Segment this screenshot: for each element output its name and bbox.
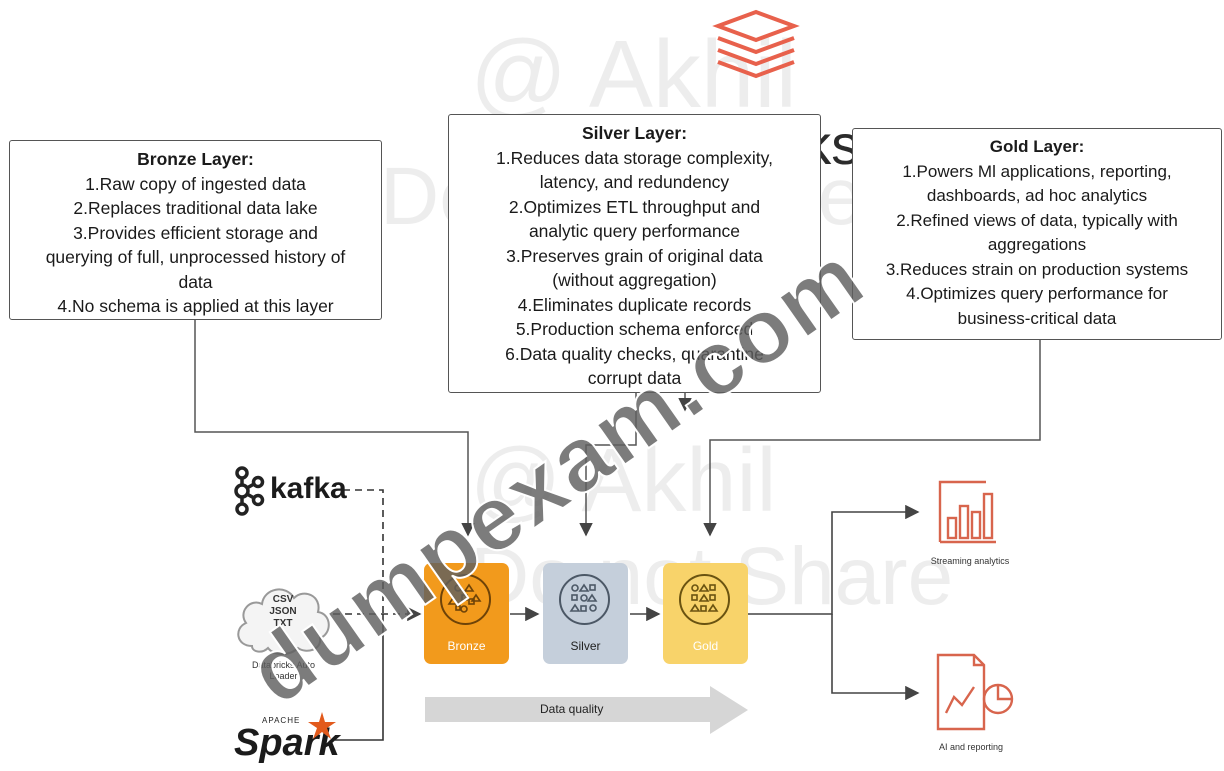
silver-line: 2.Optimizes ETL throughput and [508,196,761,217]
silver-box-title: Silver Layer: [581,123,688,143]
streaming-analytics-icon [938,480,996,544]
gold-line: 3.Reduces strain on production systems [885,259,1189,279]
gold-line: dashboards, ad hoc analytics [926,186,1148,205]
data-quality-label: Data quality [540,702,604,716]
source-format-json: JSON [269,606,297,617]
gold-line: 1.Powers Ml applications, reporting, [902,161,1172,181]
bronze-layer-box: Bronze Layer: 1.Raw copy of ingested dat… [9,140,382,320]
bronze-line: 2.Replaces traditional data lake [73,198,318,218]
autoloader-label: Databricks Auto [251,660,316,670]
silver-layer-box: Silver Layer: 1.Reduces data storage com… [448,114,821,393]
spark-apache-label: APACHE [262,716,301,725]
silver-line: 4.Eliminates duplicate records [517,294,752,315]
bronze-box-title: Bronze Layer: [137,149,254,169]
bronze-layer-label: Bronze [447,639,486,653]
spark-star-icon [308,712,336,739]
databricks-stack-icon [712,9,800,79]
gold-connector [703,340,1041,537]
silver-layer-card: Silver [543,563,628,664]
gold-line: business-critical data [957,308,1117,328]
silver-line: 6.Data quality checks, quarantine [505,343,764,364]
bronze-line: querying of full, unprocessed history of [45,247,346,267]
kafka-label: kafka [270,472,347,505]
bronze-line: 4.No schema is applied at this layer [57,296,334,316]
ai-reporting-label: AI and reporting [938,742,1004,752]
gold-layer-card: Gold [663,563,748,664]
silver-line: corrupt data [587,368,682,388]
gold-line: aggregations [987,235,1087,254]
silver-line: latency, and redundency [539,172,730,192]
bronze-line: 3.Provides efficient storage and [73,222,318,243]
gold-line: 2.Refined views of data, typically with [896,210,1178,230]
bronze-line: data [178,271,213,292]
kafka-icon [234,466,265,516]
silver-line: 5.Production schema enforced [515,319,754,339]
gold-layer-box: Gold Layer: 1.Powers Ml applications, re… [852,128,1222,340]
source-format-txt: TXT [273,618,293,629]
cloud-icon [237,588,330,655]
silver-line: 1.Reduces data storage complexity, [496,147,773,168]
gold-box-title: Gold Layer: [989,137,1085,156]
silver-connector [579,393,637,537]
silver-shapes-icon [559,574,610,625]
silver-line: 3.Preserves grain of original data [506,245,763,266]
autoloader-label: Loader [269,671,298,681]
silver-layer-label: Silver [570,639,601,653]
ai-reporting-icon [936,653,1014,731]
gold-line: 4.Optimizes query performance for [906,284,1168,303]
streaming-analytics-label: Streaming analytics [930,556,1010,566]
data-quality-arrow [425,686,748,734]
silver-line: (without aggregation) [552,270,717,290]
bronze-connector [194,320,475,537]
bronze-layer-card: Bronze [424,563,509,664]
bronze-line: 1.Raw copy of ingested data [85,173,306,194]
gold-layer-label: Gold [692,639,719,653]
gold-shapes-icon [679,574,730,625]
source-format-csv: CSV [272,594,294,605]
bronze-shapes-icon [440,574,491,625]
silver-line: analytic query performance [528,221,741,241]
